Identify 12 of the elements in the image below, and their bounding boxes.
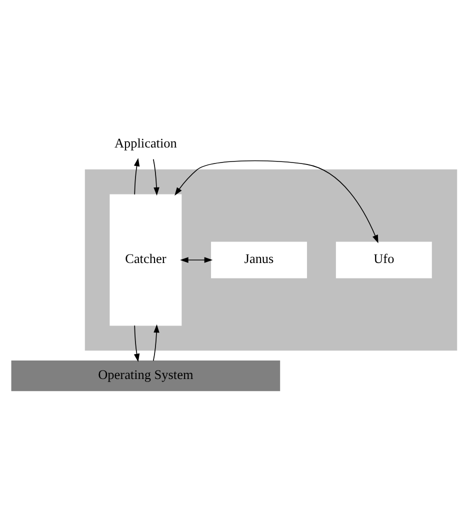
node-box: Ufo (336, 241, 432, 278)
arrow (174, 160, 378, 243)
node-box: Janus (211, 241, 307, 278)
cluster (84, 168, 458, 350)
arrow (152, 324, 160, 361)
node-box: Catcher (110, 194, 182, 326)
node-box: Operating System (11, 360, 280, 391)
arrow (180, 256, 213, 262)
arrow (134, 324, 140, 362)
arrow (152, 158, 160, 196)
node-text: Application (114, 134, 177, 150)
arrow (134, 158, 140, 194)
